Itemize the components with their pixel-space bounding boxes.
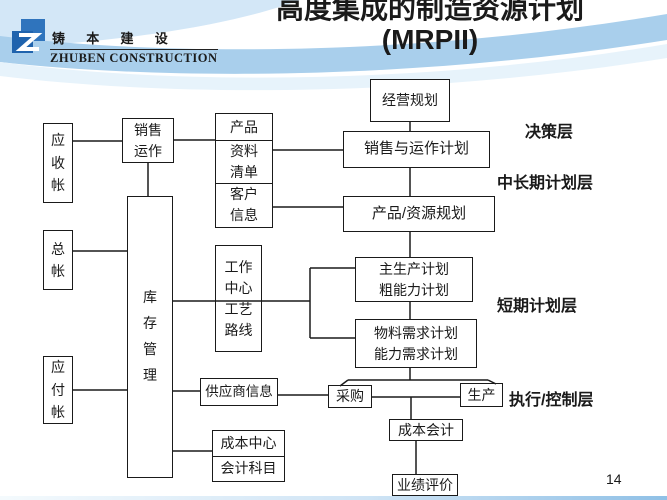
box-sales-operation-label: 销售运作 — [134, 121, 162, 159]
label-execution-control-layer: 执行/控制层 — [509, 392, 594, 409]
box-accounts-receivable-label: 应收帐 — [50, 132, 65, 194]
swoosh-mid-band — [0, 14, 667, 74]
box-account-subjects-label: 会计科目 — [220, 460, 277, 477]
box-accounts-receivable: 应收帐 — [43, 123, 73, 203]
label-short-term-layer: 短期计划层 — [497, 298, 578, 315]
box-production-label: 生产 — [467, 386, 496, 403]
box-mps: 主生产计划 粗能力计划 — [355, 257, 473, 302]
box-production: 生产 — [460, 383, 503, 407]
box-business-planning: 经营规划 — [370, 79, 450, 122]
box-bom-label: 资料清单 — [230, 143, 258, 180]
box-general-ledger-label: 总帐 — [50, 240, 65, 279]
logo-text: 铸 本 建 设 ZHUBEN CONSTRUCTION — [50, 28, 218, 66]
box-inventory-management-label: 库存管理 — [142, 289, 157, 383]
logo-z-stroke — [15, 33, 43, 51]
label-mid-long-term-layer: 中长期计划层 — [497, 175, 594, 192]
slide-title: 高度集成的制造资源计划 (MRPII) — [200, 0, 660, 56]
box-cost-accounting-label: 成本会计 — [398, 421, 454, 438]
box-product-bom-customer: 产品 资料清单 客户信息 — [215, 113, 273, 228]
swoosh-lower-band — [0, 44, 667, 91]
box-inventory-management: 库存管理 — [127, 196, 173, 478]
header-swoosh — [0, 0, 667, 91]
box-purchasing: 采购 — [328, 385, 372, 408]
logo-z-icon — [12, 19, 45, 53]
box-work-center-routing: 工作中心工艺路线 — [215, 245, 262, 352]
box-cost-accounting: 成本会计 — [389, 419, 463, 441]
box-customer-info: 客户信息 — [216, 183, 272, 226]
company-logo: 铸 本 建 设 ZHUBEN CONSTRUCTION — [10, 16, 218, 66]
box-sales-ops-planning-label: 销售与运作计划 — [363, 140, 469, 158]
label-decision-layer: 决策层 — [525, 124, 574, 141]
box-cost-center-label: 成本中心 — [220, 434, 277, 451]
logo-name-chinese: 铸 本 建 设 — [50, 28, 218, 50]
box-work-center-routing-label: 工作中心工艺路线 — [224, 258, 253, 338]
box-customer-info-label: 客户信息 — [230, 186, 258, 223]
slide-title-line2: (MRPII) — [381, 24, 479, 56]
box-sales-ops-planning: 销售与运作计划 — [343, 131, 490, 168]
box-accounts-payable-label: 应付帐 — [50, 359, 65, 421]
box-product-resource-planning-label: 产品/资源规划 — [371, 204, 467, 222]
slide-title-line1: 高度集成的制造资源计划 — [275, 0, 584, 24]
box-sales-operation: 销售运作 — [122, 118, 174, 163]
box-bom: 资料清单 — [216, 140, 272, 183]
box-cost-center: 成本中心 — [213, 431, 284, 456]
box-supplier-info-label: 供应商信息 — [205, 383, 273, 399]
box-product-resource-planning: 产品/资源规划 — [343, 196, 495, 232]
box-mps-line1: 主生产计划 — [379, 261, 449, 278]
page-number: 14 — [606, 471, 622, 487]
box-cost-center-accounts: 成本中心 会计科目 — [212, 430, 285, 482]
box-performance-evaluation-label: 业绩评价 — [397, 476, 453, 493]
box-mps-line2: 粗能力计划 — [379, 281, 449, 298]
box-product-label: 产品 — [230, 118, 258, 135]
box-business-planning-label: 经营规划 — [382, 92, 438, 108]
box-general-ledger: 总帐 — [43, 230, 73, 290]
swoosh-top-left — [0, 0, 300, 48]
bottom-accent-strip — [0, 496, 667, 500]
box-purchasing-label: 采购 — [336, 388, 364, 404]
box-mrp-line1: 物料需求计划 — [374, 324, 458, 341]
box-performance-evaluation: 业绩评价 — [392, 474, 458, 496]
logo-name-english: ZHUBEN CONSTRUCTION — [50, 51, 218, 65]
box-mrp: 物料需求计划 能力需求计划 — [355, 319, 477, 368]
box-product: 产品 — [216, 114, 272, 140]
box-account-subjects: 会计科目 — [213, 455, 284, 482]
box-supplier-info: 供应商信息 — [200, 378, 278, 406]
box-accounts-payable: 应付帐 — [43, 356, 73, 424]
box-mrp-line2: 能力需求计划 — [374, 345, 458, 362]
